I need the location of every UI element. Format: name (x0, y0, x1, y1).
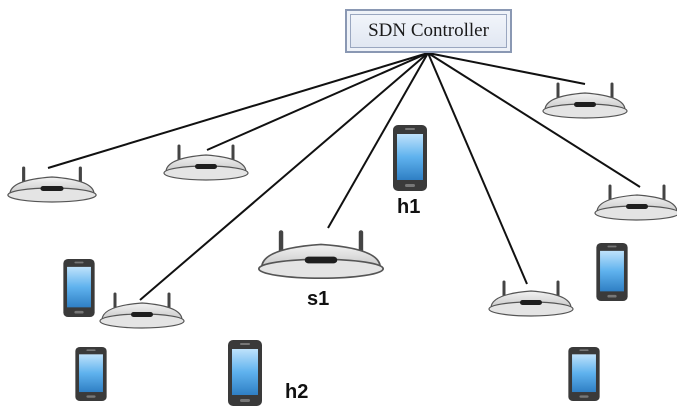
label-s1: s1 (307, 288, 330, 310)
link-ap-right-mid (427, 52, 641, 188)
phone-left-top-icon (63, 258, 95, 318)
phone-right-bottom-icon (568, 346, 600, 402)
label-h2: h2 (285, 381, 309, 403)
link-ap-mid-top (206, 52, 429, 151)
phone-right-mid-icon (596, 242, 628, 302)
access-point-mid-top-icon (162, 144, 250, 182)
link-s1 (327, 52, 429, 229)
phone-left-bottom-icon (75, 346, 107, 402)
access-point-right-mid-icon (593, 184, 677, 222)
sdn-controller-box: SDN Controller (345, 9, 512, 53)
label-h1: h1 (397, 196, 421, 218)
switch-s1-icon (259, 232, 383, 278)
controller-label: SDN Controller (368, 20, 489, 41)
access-point-left-top-icon (6, 166, 98, 204)
access-point-right-bottom-icon (487, 280, 575, 318)
link-ap-left-bottom (139, 52, 429, 301)
access-point-right-top-icon (541, 82, 629, 120)
host-h1-phone-icon (393, 125, 427, 191)
host-h2-phone-icon (228, 340, 262, 406)
link-ap-left-top (47, 52, 429, 169)
link-ap-right-top (427, 52, 586, 85)
controller-links (47, 52, 641, 301)
link-ap-right-bottom (427, 52, 528, 285)
